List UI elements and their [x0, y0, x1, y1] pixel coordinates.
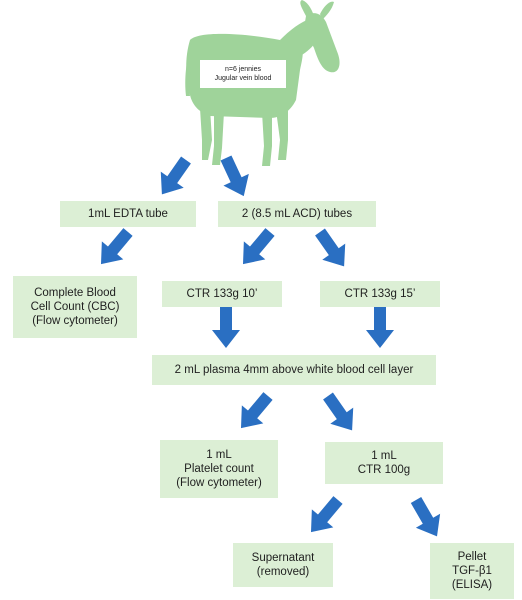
- subject-label: n=6 jennies Jugular vein blood: [200, 60, 286, 88]
- platelet-line-2: Platelet count: [184, 463, 254, 475]
- ctr100-line-1: 1 mL: [371, 450, 397, 462]
- box-platelet-count: 1 mL Platelet count (Flow cytometer): [160, 440, 278, 498]
- pellet-line-1: Pellet: [457, 551, 487, 563]
- arrow-to-cbc: [90, 223, 139, 274]
- box-plasma: 2 mL plasma 4mm above white blood cell l…: [152, 355, 436, 385]
- arrow-to-supernatant: [300, 491, 349, 542]
- box-supernatant: Supernatant (removed): [233, 543, 333, 587]
- box-edta-tube: 1mL EDTA tube: [60, 201, 196, 227]
- supernatant-line-2: (removed): [256, 566, 310, 578]
- ctr10-line: CTR 133g 10’: [186, 288, 258, 300]
- box-cbc: Complete Blood Cell Count (CBC) (Flow cy…: [13, 276, 137, 338]
- platelet-line-3: (Flow cytometer): [176, 477, 262, 489]
- arrow-to-ctr10: [232, 223, 281, 274]
- box-ctr-133g-15: CTR 133g 15’: [320, 281, 440, 307]
- ctr100-line-2: CTR 100g: [357, 464, 411, 476]
- arrow-ctr15-to-plasma: [366, 306, 394, 348]
- pellet-line-2: TGF-β1: [452, 565, 492, 577]
- plasma-line: 2 mL plasma 4mm above white blood cell l…: [174, 364, 414, 376]
- arrow-to-ctr15: [308, 223, 356, 275]
- subject-line-2: Jugular vein blood: [214, 75, 272, 82]
- pellet-line-3: (ELISA): [451, 579, 493, 591]
- arrow-ctr10-to-plasma: [212, 306, 240, 348]
- arrow-to-pellet: [403, 493, 450, 544]
- platelet-line-1: 1 mL: [206, 449, 232, 461]
- cbc-line-3: (Flow cytometer): [32, 315, 118, 327]
- box-ctr-133g-10: CTR 133g 10’: [162, 281, 282, 307]
- subject-line-1: n=6 jennies: [224, 66, 261, 73]
- edta-line: 1mL EDTA tube: [88, 208, 168, 220]
- cbc-line-1: Complete Blood: [34, 287, 116, 299]
- supernatant-line-1: Supernatant: [251, 552, 315, 564]
- ctr15-line: CTR 133g 15’: [344, 288, 416, 300]
- arrow-to-platelet: [230, 387, 279, 438]
- arrow-to-ctr100: [316, 387, 364, 439]
- box-acd-tubes: 2 (8.5 mL ACD) tubes: [218, 201, 376, 227]
- box-ctr-100g: 1 mL CTR 100g: [325, 442, 443, 484]
- arrow-to-acd: [213, 152, 257, 202]
- box-pellet: Pellet TGF-β1 (ELISA): [430, 543, 514, 599]
- arrow-to-edta: [150, 151, 198, 203]
- acd-line: 2 (8.5 mL ACD) tubes: [241, 208, 353, 220]
- cbc-line-2: Cell Count (CBC): [30, 301, 120, 313]
